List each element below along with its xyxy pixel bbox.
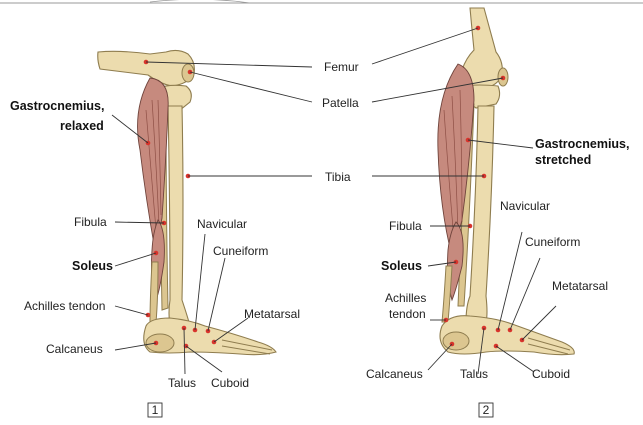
label-achilles-line1: Achilles	[385, 291, 426, 305]
label-navicular: Navicular	[197, 217, 247, 231]
label-soleus: Soleus	[381, 259, 422, 273]
label-gastrocnemius-line1: Gastrocnemius,	[10, 99, 104, 113]
label-achilles-tendon: Achilles tendon	[24, 299, 105, 313]
label-cuneiform: Cuneiform	[213, 244, 268, 258]
label-achilles-line2: tendon	[389, 307, 426, 321]
tibia-bone-left	[168, 106, 190, 328]
label-fibula: Fibula	[74, 215, 107, 229]
label-cuboid: Cuboid	[211, 376, 249, 390]
label-calcaneus: Calcaneus	[46, 342, 103, 356]
panel-number: 1	[152, 403, 159, 417]
label-talus: Talus	[168, 376, 196, 390]
label-navicular: Navicular	[500, 199, 550, 213]
top-curve	[150, 0, 250, 3]
femur-bone-left	[98, 50, 195, 86]
label-soleus: Soleus	[72, 259, 113, 273]
label-gastrocnemius-line2: relaxed	[60, 119, 104, 133]
achilles-tendon-right	[442, 266, 452, 322]
label-gastrocnemius-line1: Gastrocnemius,	[535, 137, 629, 151]
panel-number-box-1: 1	[148, 403, 162, 417]
label-patella: Patella	[322, 96, 359, 110]
label-talus: Talus	[460, 367, 488, 381]
label-tibia: Tibia	[325, 170, 351, 184]
panel-number-box-2: 2	[479, 403, 493, 417]
label-femur: Femur	[324, 60, 359, 74]
label-cuboid: Cuboid	[532, 367, 570, 381]
calcaneus-bone-left	[146, 334, 174, 352]
achilles-tendon-left	[150, 262, 158, 322]
calcaneus-bone-right	[443, 332, 469, 350]
panel-number: 2	[483, 403, 490, 417]
label-cuneiform: Cuneiform	[525, 235, 580, 249]
leg-stretched	[438, 8, 574, 355]
label-gastrocnemius-line2: stretched	[535, 153, 591, 167]
label-metatarsal: Metatarsal	[552, 279, 608, 293]
label-calcaneus: Calcaneus	[366, 367, 423, 381]
label-metatarsal: Metatarsal	[244, 307, 300, 321]
label-fibula: Fibula	[389, 219, 422, 233]
